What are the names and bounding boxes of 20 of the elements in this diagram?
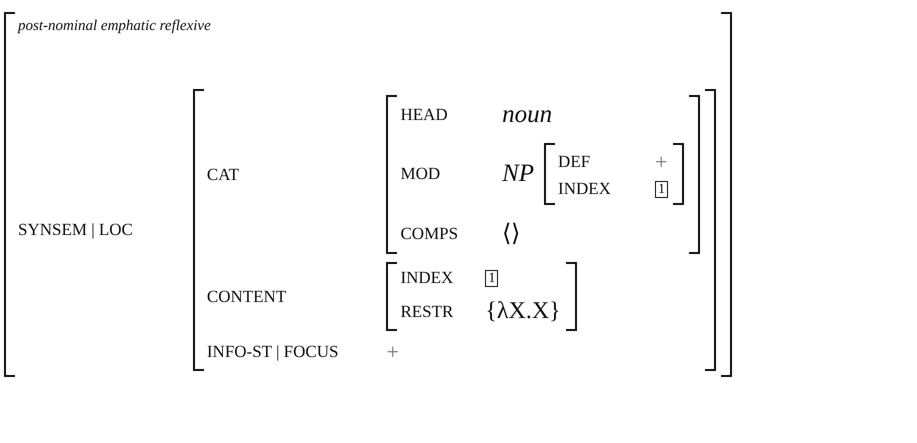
attribute-label: CAT [206,164,239,184]
attribute-label: RESTR [400,302,454,322]
attribute-label: DEF [558,152,590,172]
attribute-label: COMPS [400,224,458,244]
attribute-path: INFO-ST | FOCUS [206,342,338,362]
tag-number: 1 [654,180,668,198]
attribute-label: HEAD [400,105,448,125]
attribute-label: MOD [400,164,440,184]
value-text: + [654,149,668,175]
attribute-label: CONTENT [206,286,286,306]
value-text: NP [502,160,534,188]
attribute-path: SYNSEM | LOC [18,220,133,240]
attribute-label: INDEX [558,179,611,199]
value-text: + [386,339,399,365]
value-text: noun [502,101,552,129]
value-text: {λX.X} [485,298,561,325]
type-label: post-nominal emphatic reflexive [18,18,211,35]
attribute-label: INDEX [400,268,454,288]
value-text: ⟨⟩ [502,220,520,248]
tag-number: 1 [485,270,498,286]
